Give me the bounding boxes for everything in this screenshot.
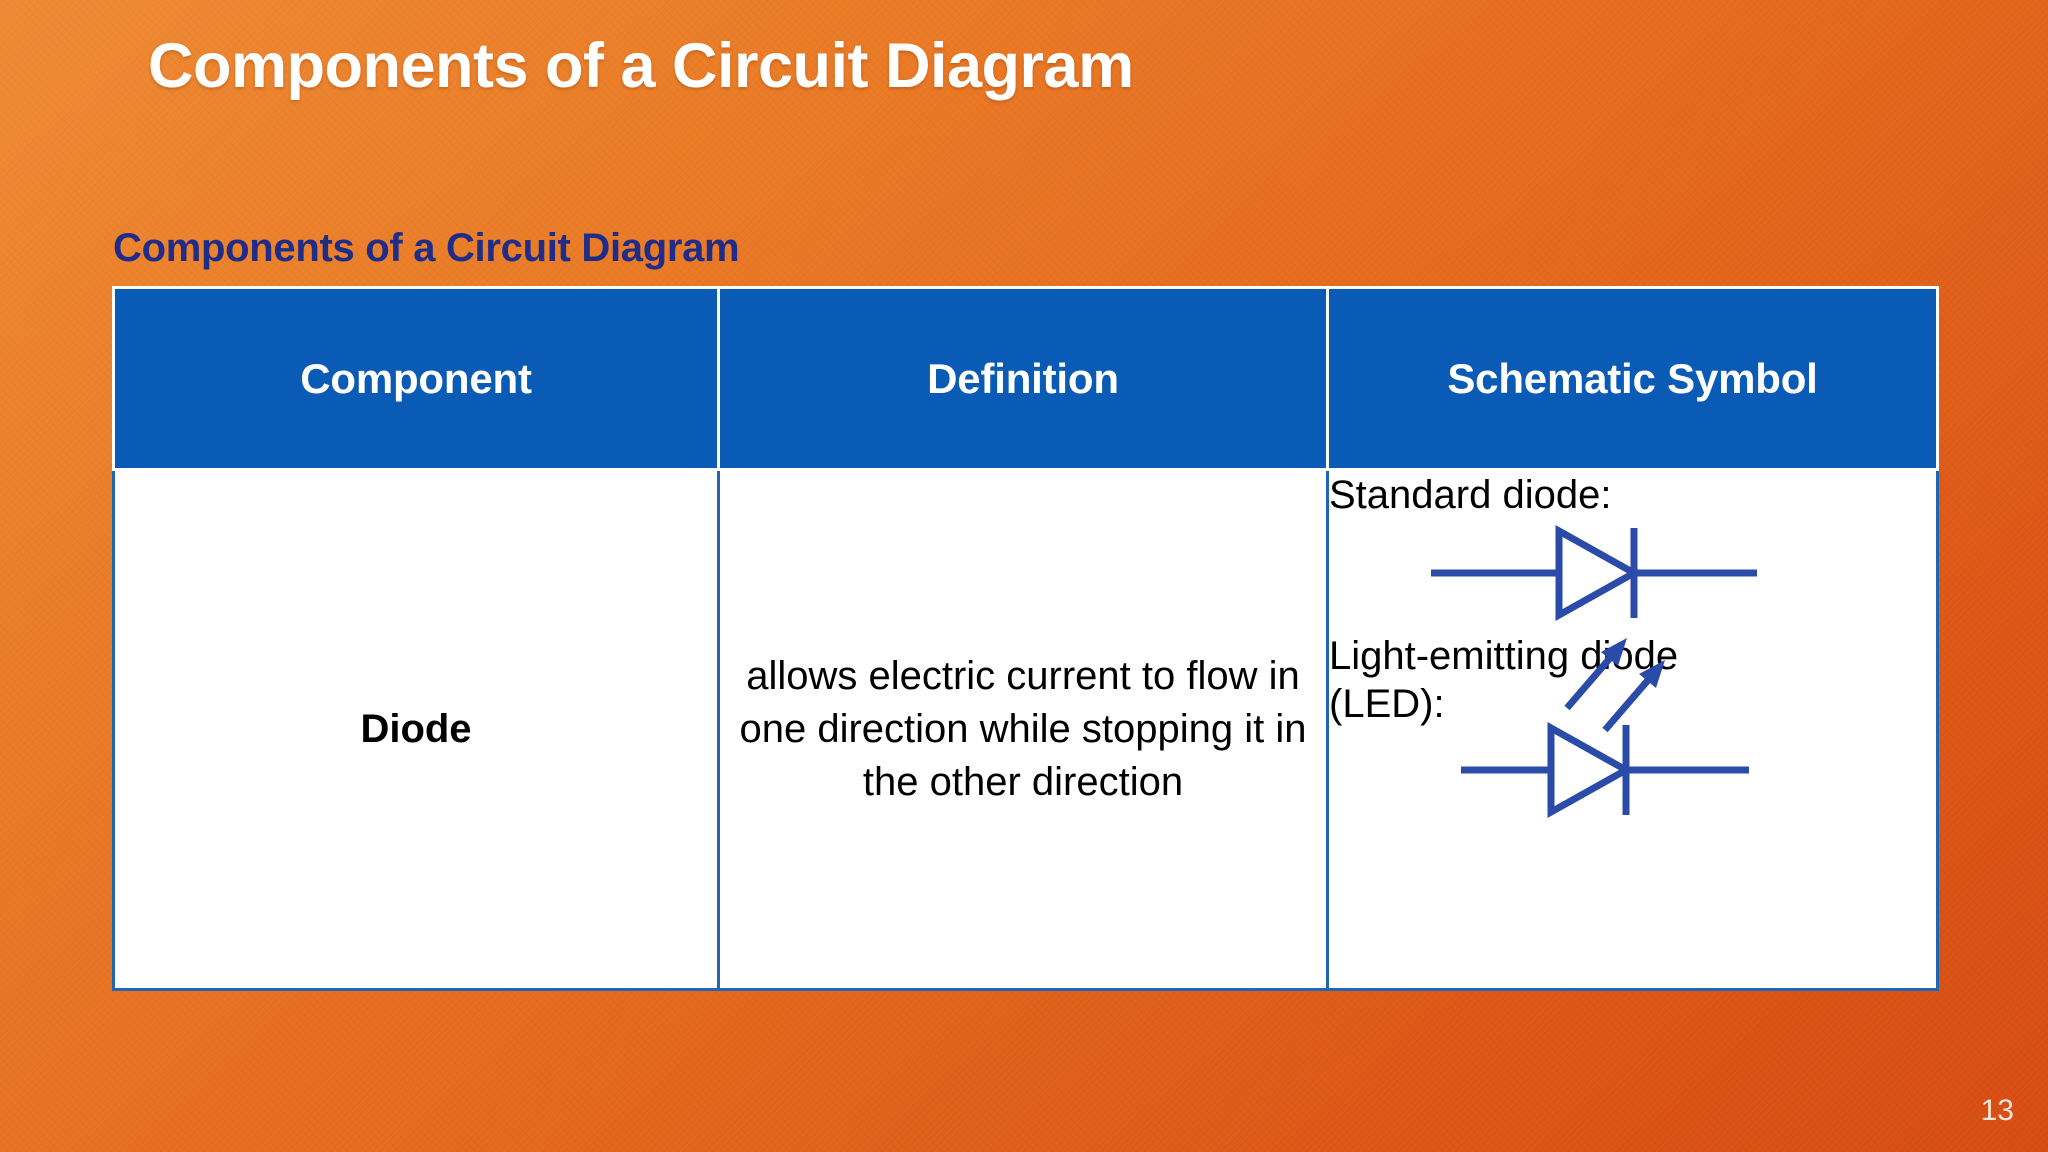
- page-title: Components of a Circuit Diagram: [148, 31, 1134, 101]
- table-row: Diode allows electric current to flow in…: [112, 468, 1939, 991]
- components-table-wrapper: Component Definition Schematic Symbol Di…: [112, 286, 1939, 991]
- components-table: Component Definition Schematic Symbol Di…: [112, 286, 1939, 991]
- led-diode-symbol: [1461, 638, 1749, 818]
- table-header-row: Component Definition Schematic Symbol: [112, 286, 1939, 471]
- standard-diode-label: Standard diode:: [1329, 473, 1612, 517]
- table-header: Component Definition Schematic Symbol: [112, 286, 1939, 471]
- column-header-component: Component: [112, 286, 720, 471]
- column-header-schematic-symbol: Schematic Symbol: [1326, 286, 1939, 471]
- cell-schematic-symbols: Standard diode: Li: [1326, 468, 1939, 991]
- section-subtitle: Components of a Circuit Diagram: [113, 226, 740, 270]
- led-diode-block: Light-emitting diode (LED):: [1329, 632, 1936, 835]
- column-header-definition: Definition: [717, 286, 1329, 471]
- table-body: Diode allows electric current to flow in…: [112, 468, 1939, 991]
- slide-page-number: 13: [1980, 1094, 2014, 1127]
- standard-diode-block: Standard diode:: [1329, 471, 1936, 628]
- cell-component-definition: allows electric current to flow in one d…: [717, 468, 1329, 991]
- cell-component-name: Diode: [112, 468, 720, 991]
- standard-diode-symbol: [1431, 525, 1757, 621]
